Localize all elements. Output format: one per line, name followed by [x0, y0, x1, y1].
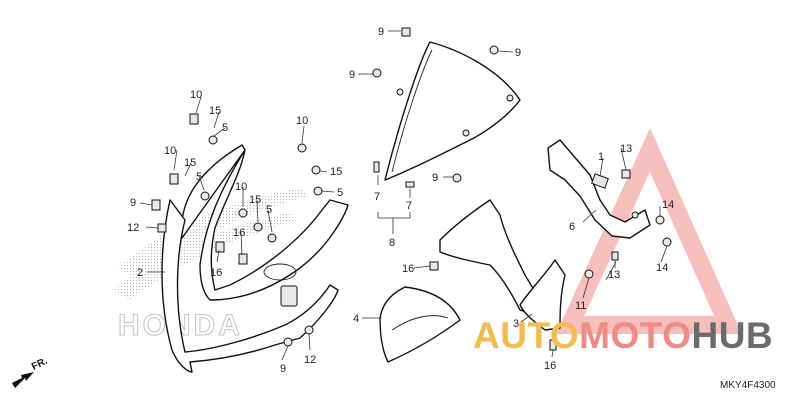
callout-c5c: 5 [266, 204, 272, 216]
callout-c16b: 16 [210, 267, 222, 279]
callout-c1: 1 [598, 151, 604, 163]
callout-c9b: 9 [280, 363, 286, 375]
windscreen [384, 41, 521, 181]
callout-c10a: 10 [190, 89, 202, 101]
callout-c9e: 9 [515, 47, 521, 59]
callout-c14a: 14 [662, 199, 674, 211]
callout-c5d: 5 [337, 187, 343, 199]
callout-c5a: 5 [222, 122, 228, 134]
fasteners [151, 27, 672, 351]
upper-cowl [161, 144, 349, 373]
watermark-auto: AUTO [473, 315, 580, 356]
callout-c9d: 9 [349, 69, 355, 81]
callout-c13a: 13 [620, 143, 632, 155]
callout-c10c: 10 [235, 181, 247, 193]
mirror-bracket [547, 139, 651, 239]
callout-c6: 6 [569, 221, 575, 233]
callout-c7b: 7 [406, 200, 412, 212]
callout-c5b: 5 [196, 171, 202, 183]
callout-c15b: 15 [184, 157, 196, 169]
callout-c2: 2 [137, 267, 143, 279]
watermark-hub: HUB [691, 315, 774, 356]
watermark-triangles [555, 128, 742, 334]
callout-c13b: 13 [608, 269, 620, 281]
inner-panel [379, 286, 461, 363]
callout-c4: 4 [353, 313, 359, 325]
callout-c9f: 9 [432, 172, 438, 184]
callout-c15a: 15 [209, 105, 221, 117]
callout-c7a: 7 [374, 191, 380, 203]
watermark-wordmark: AUTOMOTOHUB [473, 316, 773, 356]
leader-lines [139, 30, 668, 361]
watermark-moto: MOTO [579, 315, 692, 356]
callout-c12b: 12 [304, 354, 316, 366]
meter-stay [439, 199, 566, 331]
callout-c9c: 9 [378, 26, 384, 38]
callout-c11: 11 [575, 300, 586, 312]
callout-c9a: 9 [130, 197, 136, 209]
callout-c16a: 16 [233, 227, 245, 239]
front-direction-arrow [12, 372, 34, 388]
callout-c14b: 14 [656, 262, 668, 274]
callout-c15c: 15 [249, 194, 261, 206]
callout-c10b: 10 [164, 145, 176, 157]
callout-c15d: 15 [330, 166, 342, 178]
callout-c12a: 12 [127, 222, 139, 234]
callout-c3: 3 [513, 318, 519, 330]
callout-c16d: 16 [544, 360, 556, 372]
diagram-reference-code: MKY4F4300 [720, 380, 776, 391]
callouts: 10 15 5 10 15 5 9 12 10 15 5 16 16 2 10 … [127, 26, 674, 375]
callout-c16c: 16 [402, 263, 414, 275]
callout-c10d: 10 [296, 115, 308, 127]
